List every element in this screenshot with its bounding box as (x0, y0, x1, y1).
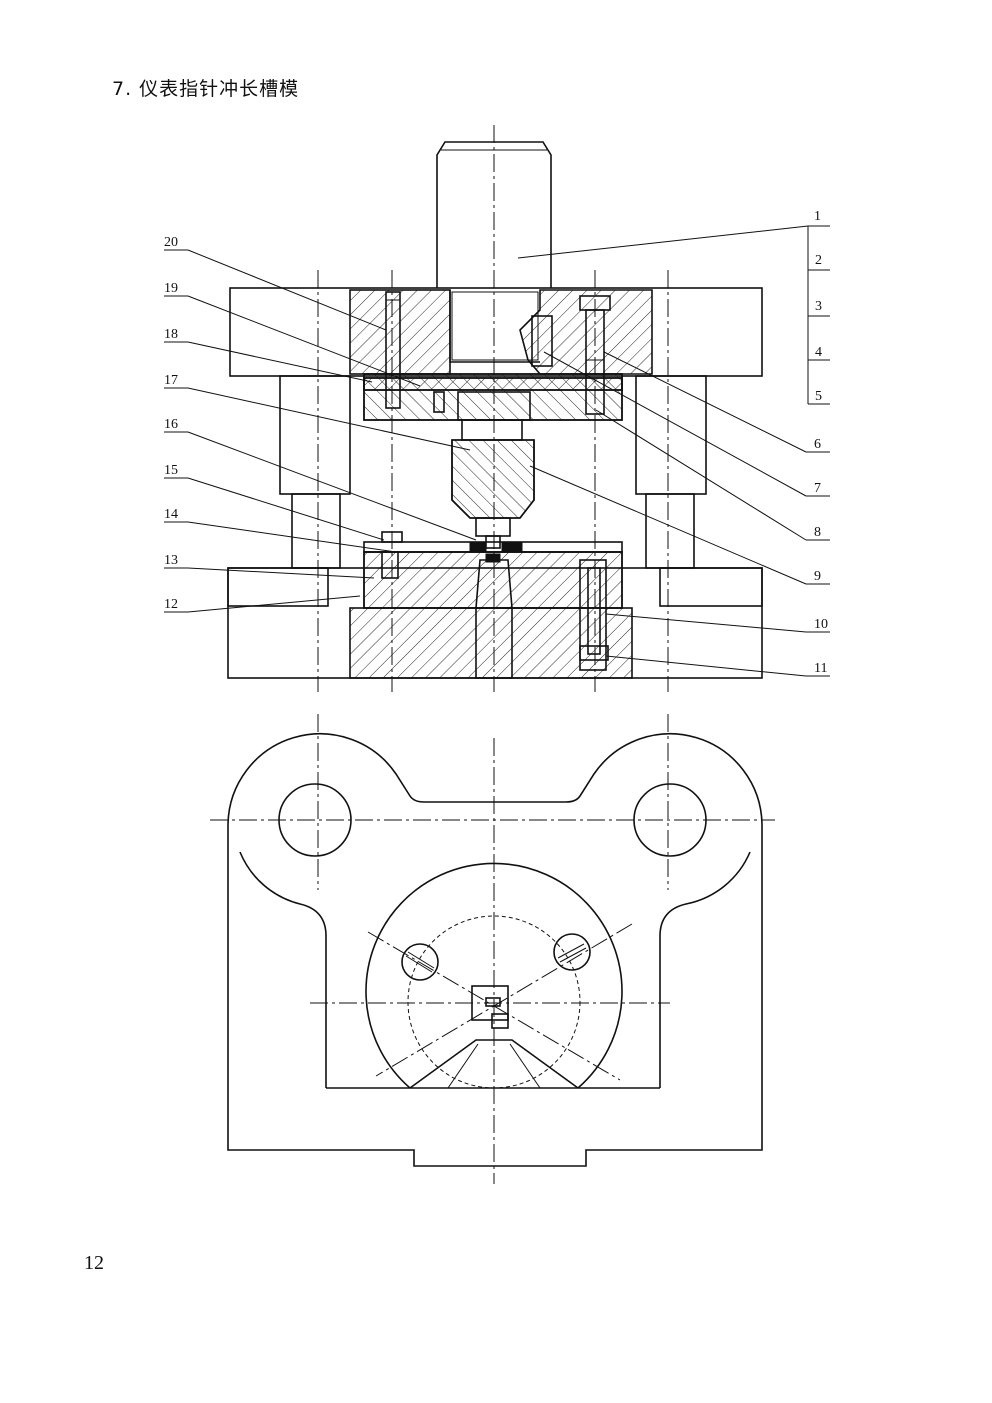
callout-10: 10 (814, 617, 828, 632)
callout-11: 11 (814, 661, 827, 676)
callout-5: 5 (815, 389, 822, 404)
callout-1: 1 (814, 209, 821, 224)
callout-14: 14 (164, 507, 178, 522)
figure-heading: 7. 仪表指针冲长槽模 (112, 78, 300, 100)
plan-view (210, 714, 775, 1184)
callout-20: 20 (164, 235, 178, 250)
callout-7: 7 (814, 481, 821, 496)
page-number: 12 (84, 1252, 104, 1274)
callout-8: 8 (814, 525, 821, 540)
callout-17: 17 (164, 373, 178, 388)
callout-3: 3 (815, 299, 822, 314)
callout-labels-left: 20 19 18 17 16 15 14 13 12 (164, 235, 178, 612)
callout-18: 18 (164, 327, 178, 342)
callout-labels-stack: 2 3 4 5 (815, 253, 822, 404)
callout-4: 4 (815, 345, 822, 360)
callout-9: 9 (814, 569, 821, 584)
callout-labels-right: 1 6 7 8 9 10 11 (814, 209, 828, 676)
section-view: 20 19 18 17 16 15 14 13 12 1 6 7 8 9 10 … (164, 125, 830, 692)
callout-16: 16 (164, 417, 178, 432)
callout-13: 13 (164, 553, 178, 568)
callout-19: 19 (164, 281, 178, 296)
callout-15: 15 (164, 463, 178, 478)
callout-12: 12 (164, 597, 178, 612)
callout-2: 2 (815, 253, 822, 268)
callout-6: 6 (814, 437, 821, 452)
